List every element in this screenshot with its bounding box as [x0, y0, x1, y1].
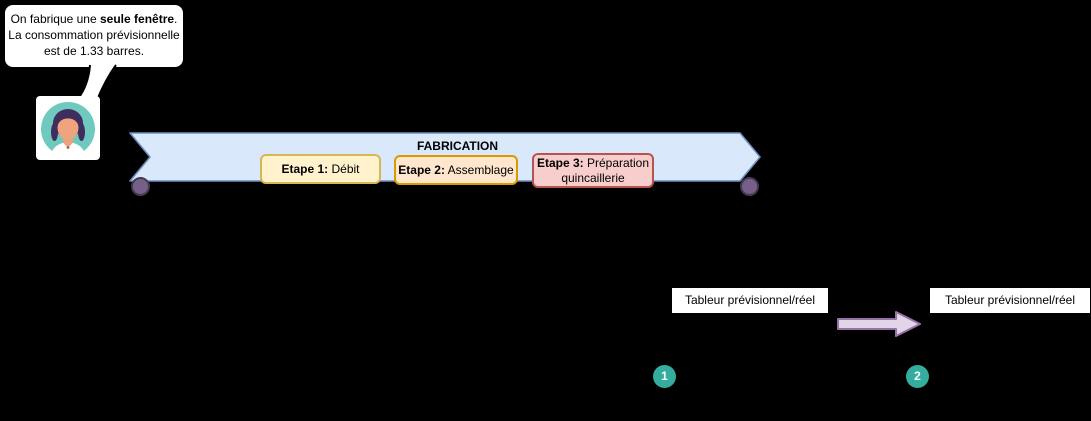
- speech-bubble-line1: On fabrique une seule fenêtre.: [10, 12, 178, 26]
- step-3-box: Etape 3: Préparation quincaillerie: [532, 153, 654, 188]
- right-arrow-icon: [837, 311, 921, 337]
- step-2-box: Etape 2: Assemblage: [394, 155, 518, 185]
- speech-bubble: On fabrique une seule fenêtre. La consom…: [3, 3, 185, 69]
- speech-bubble-line3: est de 1.33 barres.: [43, 44, 145, 58]
- banner-title: FABRICATION: [416, 139, 499, 153]
- marker-2-badge: 2: [906, 365, 929, 388]
- spreadsheet-label-left: Tableur prévisionnel/réel: [672, 288, 828, 313]
- spreadsheet-label-right: Tableur prévisionnel/réel: [930, 288, 1090, 313]
- marker-1-badge: 1: [653, 365, 676, 388]
- banner-start-dot: [131, 177, 150, 196]
- person-avatar-icon: [36, 96, 100, 160]
- banner-end-dot: [740, 177, 759, 196]
- step-1-box: Etape 1: Débit: [260, 154, 381, 184]
- speech-bubble-line2: La consommation prévisionnelle: [8, 28, 180, 42]
